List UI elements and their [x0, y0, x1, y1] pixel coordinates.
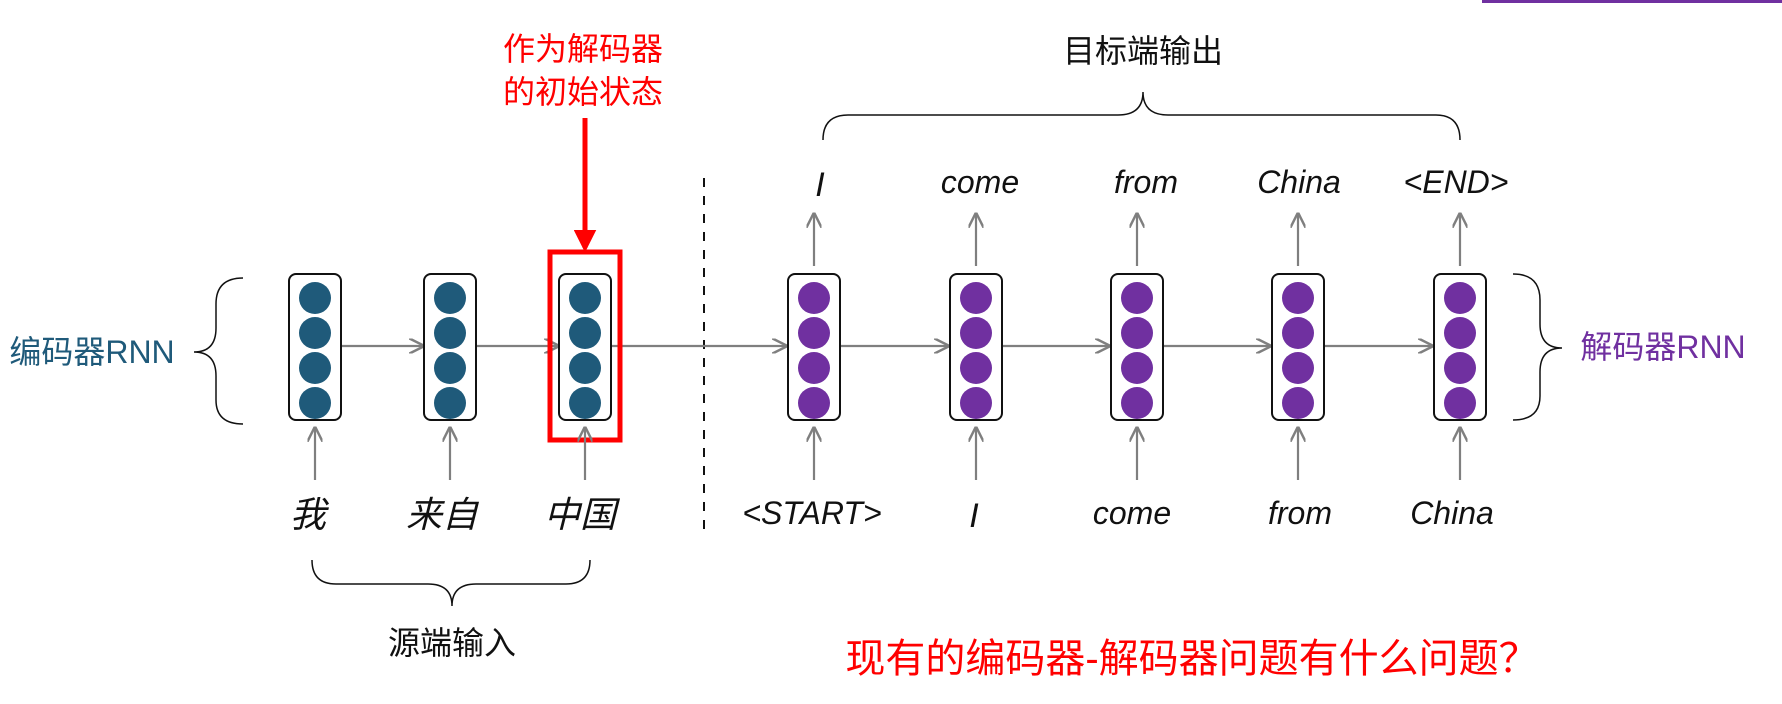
decoder-input-word-1: <START>: [742, 495, 881, 531]
encoder-input-word-2: 来自: [406, 494, 480, 535]
decoder-cell-4: [1271, 273, 1325, 421]
decoder-input-word-4: from: [1268, 495, 1332, 531]
init-state-line-2: 的初始状态: [503, 74, 663, 110]
decoder-output-word-2: come: [941, 164, 1019, 200]
decoder-input-word-2: I: [969, 497, 979, 535]
encoder-input-word-3: 中国: [544, 494, 621, 535]
top-accent-line: [1482, 0, 1782, 3]
decoder-output-word-1: I: [815, 166, 825, 204]
decoder-cell-2: [949, 273, 1003, 421]
decoder-cell-3: [1110, 273, 1164, 421]
encoder-cell-2: [423, 273, 477, 421]
encoder-brace: [193, 277, 244, 425]
encoder-cell-1: [288, 273, 342, 421]
encoder-input-word-1: 我: [290, 494, 329, 535]
decoder-output-word-3: from: [1114, 164, 1178, 200]
decoder-cell-5: [1433, 273, 1487, 421]
decoder-brace: [1512, 273, 1563, 421]
decoder-cell-1: [787, 273, 841, 421]
encoder-rnn-label: 编码器RNN: [9, 334, 174, 370]
target-output-brace: [822, 91, 1461, 141]
source-input-label: 源端输入: [388, 625, 516, 661]
decoder-input-word-3: come: [1093, 495, 1171, 531]
decoder-input-word-5: China: [1410, 495, 1494, 531]
question-text: 现有的编码器-解码器问题有什么问题？: [845, 637, 1538, 681]
encoder-cell-3: [558, 273, 612, 421]
target-output-label: 目标端输出: [1063, 33, 1223, 69]
decoder-output-word-4: China: [1257, 164, 1341, 200]
init-state-line-1: 作为解码器: [503, 31, 663, 67]
decoder-output-word-5: <END>: [1404, 164, 1509, 200]
source-input-brace: [311, 559, 591, 607]
decoder-rnn-label: 解码器RNN: [1580, 329, 1745, 365]
